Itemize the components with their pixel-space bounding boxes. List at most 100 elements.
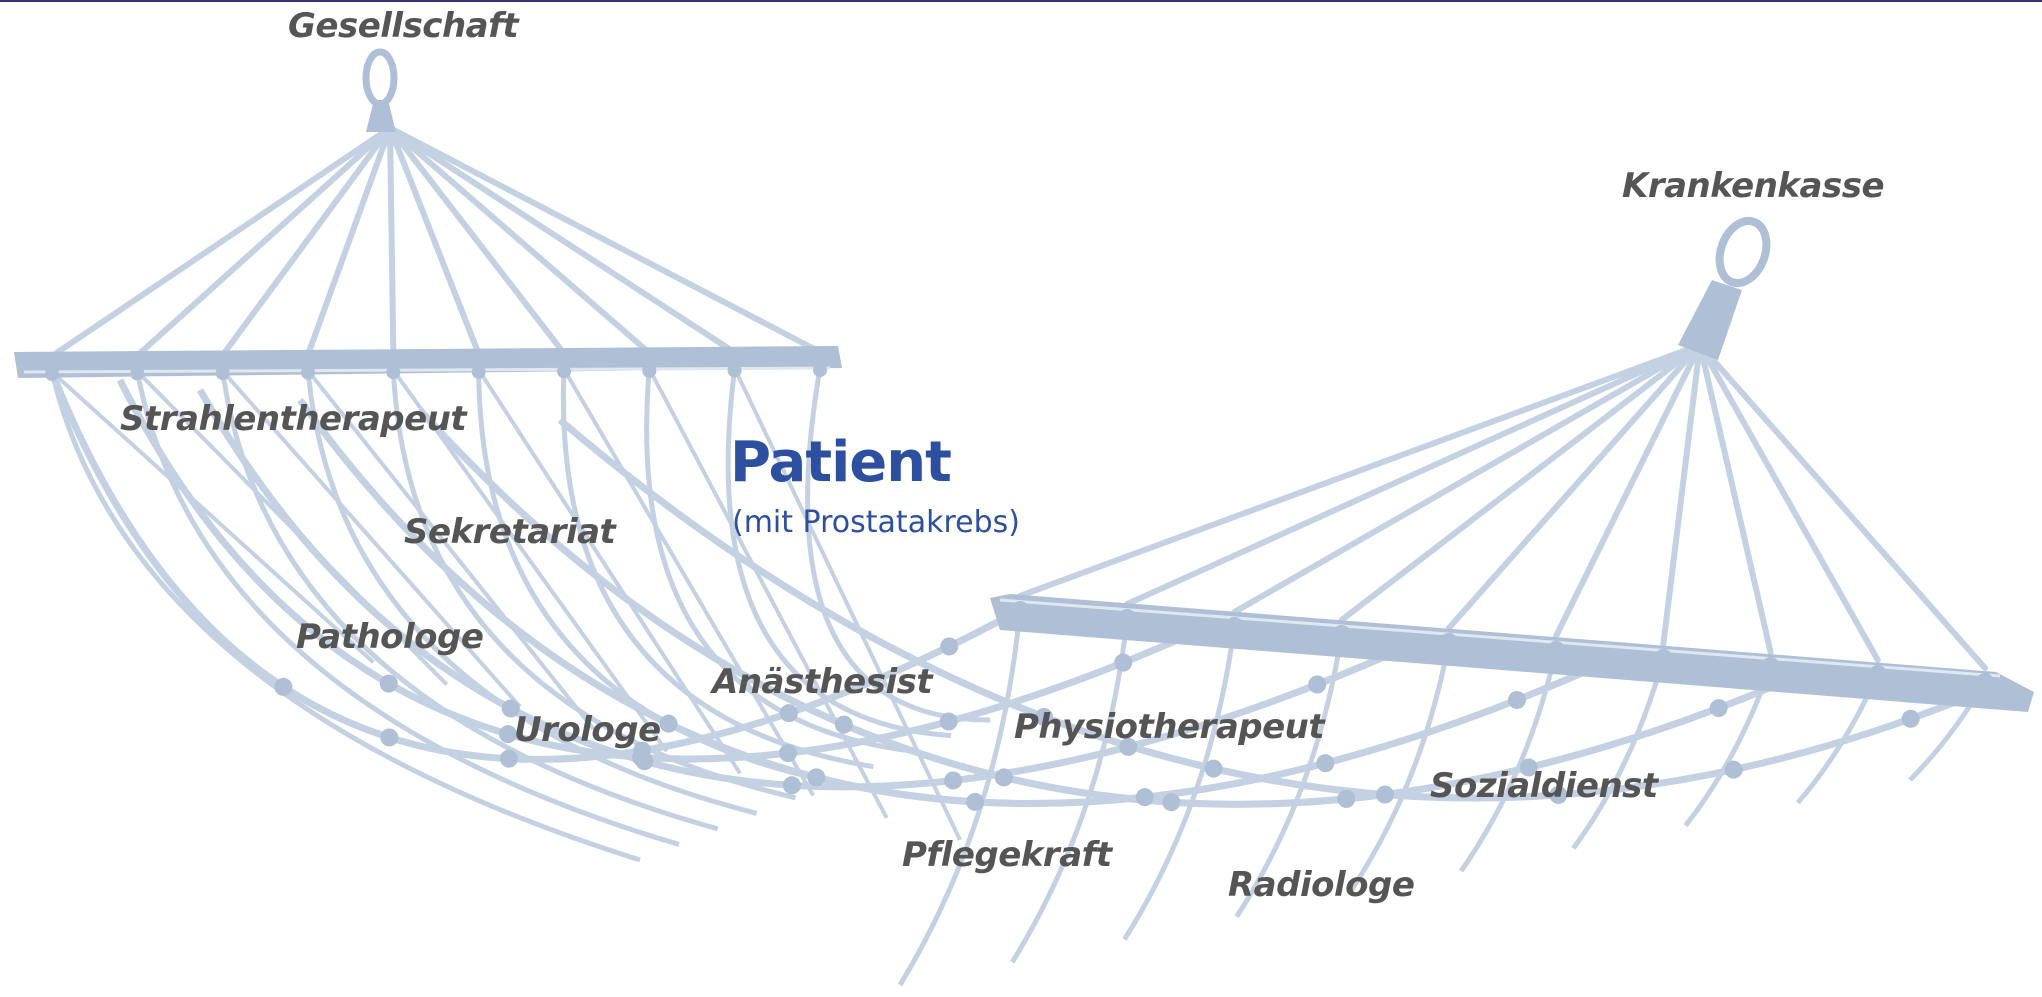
net-diagonal (476, 368, 742, 775)
label-anaesthesist: Anästhesist (712, 662, 933, 702)
net-knot (944, 771, 963, 790)
net-knot (940, 637, 959, 656)
ring-left-knot (366, 100, 396, 132)
bar-knob-right (1118, 609, 1137, 627)
net-rope (1234, 633, 1345, 919)
patient-subtitle: (mit Prostatakrebs) (732, 505, 1020, 540)
net-knot (994, 768, 1013, 787)
bar-knob-right (1868, 665, 1887, 683)
label-krankenkasse: Krankenkasse (1622, 166, 1885, 206)
net-knot (499, 749, 518, 768)
net-knot (779, 704, 798, 723)
bar-knob-left (727, 363, 742, 378)
net-knot (1316, 754, 1335, 773)
net-knot (1376, 785, 1395, 804)
bed-rope (48, 370, 1022, 763)
net-knot (659, 714, 678, 733)
net-knot (274, 677, 293, 696)
bed-rope (417, 407, 1802, 808)
rope-right (1017, 342, 1703, 599)
net-knot (635, 752, 654, 771)
net-knot (1034, 707, 1053, 726)
net-rope (49, 371, 641, 863)
net-diagonal (306, 369, 595, 731)
net-diagonal (647, 367, 889, 819)
rope-right (1697, 342, 1774, 655)
bar-knob-left (813, 363, 827, 377)
net-knot (1337, 789, 1356, 808)
label-sozialdienst: Sozialdienst (1430, 766, 1658, 806)
bar-knob-right (1332, 625, 1351, 643)
net-knot (1549, 785, 1568, 804)
label-urologe: Urologe (514, 710, 661, 750)
bed-rope (297, 397, 1602, 808)
rope-left (387, 125, 397, 358)
net-rope (725, 368, 952, 739)
net-knot (379, 674, 398, 693)
net-diagonal (562, 368, 816, 797)
net-diagonal (391, 369, 669, 753)
net-diagonal (135, 370, 449, 686)
bar-knob-right (1439, 633, 1458, 651)
bar-knob-left (45, 367, 59, 381)
net-knot (1204, 759, 1223, 778)
rope-left (387, 125, 567, 357)
rope-right (1697, 342, 1881, 663)
bar-knob-right (1225, 617, 1244, 635)
rope-left (49, 125, 393, 359)
rope-right (1445, 342, 1703, 631)
rope-left (305, 125, 393, 358)
rope-left (387, 125, 653, 356)
bar-knob-left (471, 364, 486, 379)
bed-rope (557, 417, 1987, 802)
net-knot (939, 712, 958, 731)
top-rule (0, 0, 2042, 2)
bar-knob-left (215, 366, 230, 381)
net-knot (1507, 690, 1526, 709)
bar-knob-right (1011, 601, 1029, 619)
spreader-bar-right-highlight (999, 598, 2001, 678)
net-rope (390, 370, 797, 801)
bar-knob-left (386, 365, 401, 380)
rope-right (1124, 342, 1703, 607)
label-strahlentherapeut: Strahlentherapeut (120, 399, 467, 439)
label-pflegekraft: Pflegekraft (902, 835, 1112, 875)
bar-knob-right (1654, 649, 1673, 667)
spreader-bar-left-highlight (23, 366, 831, 374)
rope-left (134, 125, 393, 359)
net-knot (501, 699, 520, 718)
rope-right (1338, 342, 1703, 623)
net-diagonal (732, 367, 962, 841)
net-knot (1901, 709, 1920, 728)
label-sekretariat: Sekretariat (404, 512, 616, 552)
net-rope (134, 371, 680, 847)
net-knot (1162, 793, 1181, 812)
rope-right (1231, 342, 1703, 615)
rope-right (1697, 342, 1988, 671)
net-knot (782, 776, 801, 795)
net-rope (1346, 641, 1452, 896)
ring-right-knot (1678, 280, 1742, 360)
rope-left (387, 125, 482, 357)
label-gesellschaft: Gesellschaft (288, 6, 519, 46)
net-rope (805, 367, 991, 723)
bar-knob-right (1547, 641, 1566, 659)
label-radiologe: Radiologe (1228, 865, 1415, 905)
net-knot (380, 728, 399, 747)
net-rope (305, 370, 758, 816)
net-knot (778, 744, 797, 763)
net-knot (1308, 675, 1327, 694)
net-diagonal (50, 370, 375, 664)
patient-title: Patient (730, 430, 952, 495)
net-knot (1114, 653, 1133, 672)
net-knot (807, 768, 826, 787)
net-knot (1135, 788, 1154, 807)
spreader-bar-right (990, 594, 2034, 712)
bar-knob-right (1976, 673, 1994, 691)
bar-knob-left (301, 365, 315, 380)
rope-right (1553, 342, 1703, 639)
label-physiotherapeut: Physiotherapeut (1014, 707, 1325, 747)
net-knot (1119, 737, 1138, 756)
net-knot (499, 725, 518, 744)
